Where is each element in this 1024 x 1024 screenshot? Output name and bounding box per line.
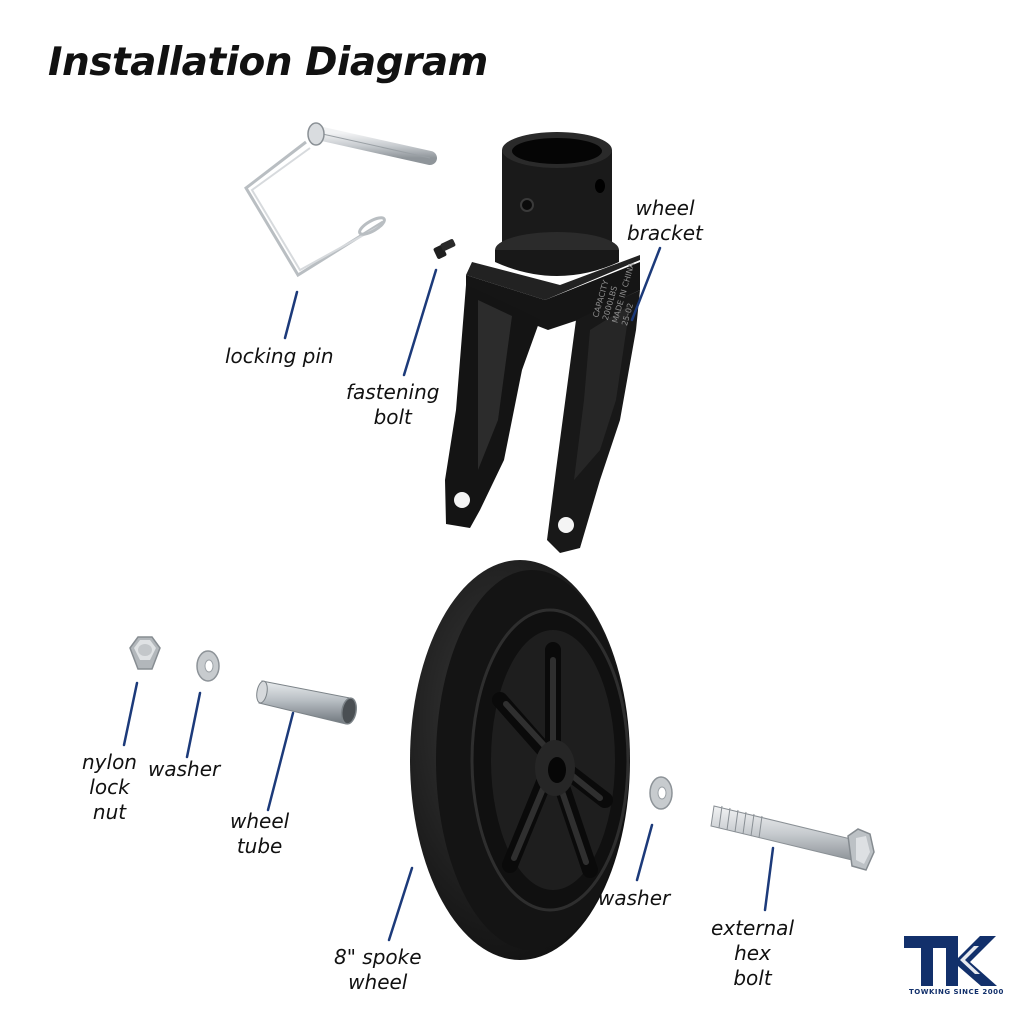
leader-line-locking-pin — [283, 290, 299, 340]
label-wheel-tube: wheel tube — [230, 809, 290, 858]
page-title: Installation Diagram — [48, 40, 488, 85]
leader-line-washer-right — [635, 823, 654, 882]
external-hex-bolt — [710, 805, 875, 871]
label-spoke-wheel: 8" spoke wheel — [334, 945, 422, 994]
label-external-hex-bolt: external hex bolt — [711, 916, 794, 990]
leader-line-wheel-tube — [266, 711, 295, 812]
locking-pin — [244, 122, 437, 278]
label-washer-left: washer — [148, 757, 221, 781]
wheel-tube — [256, 680, 358, 725]
label-locking-pin: locking pin — [225, 344, 334, 368]
leader-lines — [122, 246, 775, 942]
leader-line-external-hex-bolt — [763, 846, 775, 912]
leader-line-nylon-lock-nut — [122, 681, 139, 747]
spoke-wheel — [410, 560, 630, 960]
wheel-bracket: CAPACITY 2000LBS MADE IN CHINA 25-02 — [445, 132, 640, 553]
leader-line-spoke-wheel — [387, 866, 414, 942]
label-fastening-bolt: fastening bolt — [346, 380, 440, 429]
washer-right — [649, 776, 673, 810]
leader-line-wheel-bracket — [630, 246, 662, 322]
label-nylon-lock-nut: nylon lock nut — [82, 750, 137, 824]
leader-line-washer-left — [185, 691, 202, 759]
washer-left — [196, 650, 220, 682]
fastening-bolt — [433, 239, 456, 259]
tk-logo-letters — [904, 936, 997, 986]
nylon-lock-nut — [129, 636, 161, 670]
label-washer-right: washer — [598, 886, 671, 910]
logo-tagline: TOWKING SINCE 2000 — [909, 988, 1004, 996]
leader-line-fastening-bolt — [402, 268, 438, 377]
label-wheel-bracket: wheel bracket — [627, 196, 703, 245]
towking-logo — [904, 936, 997, 986]
